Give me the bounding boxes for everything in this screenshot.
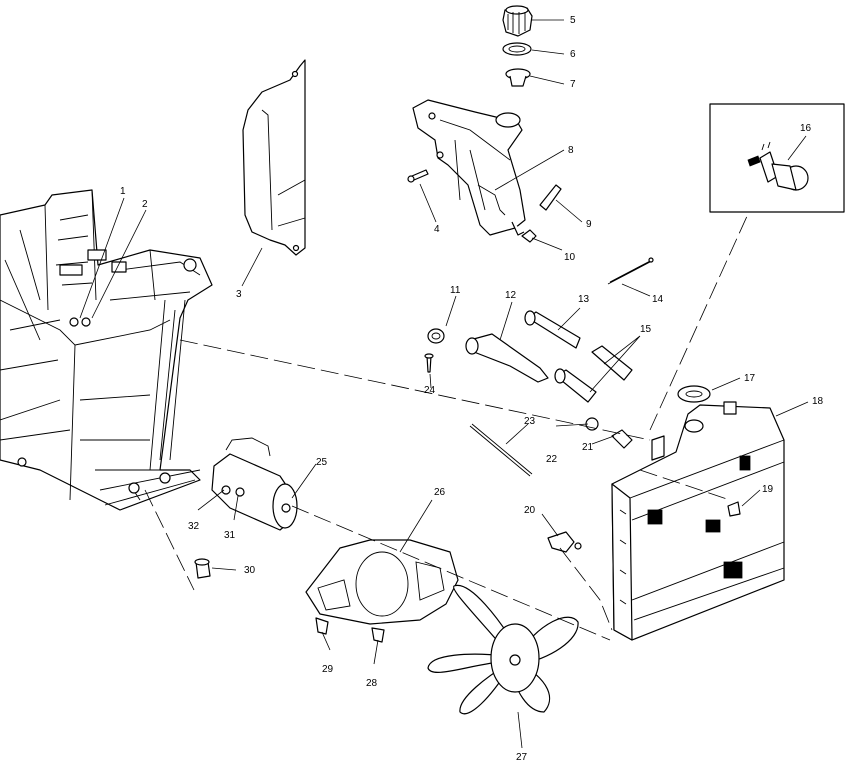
overflow-hose [539, 184, 562, 211]
fan-blade [427, 584, 579, 715]
callout-10: 10 [564, 252, 576, 263]
callout-24: 24 [424, 385, 436, 396]
temperature-probe-23 [469, 423, 533, 477]
assembly-lines [144, 213, 749, 641]
upper-radiator-hose [465, 333, 549, 383]
callout-13: 13 [578, 294, 590, 305]
radiator-cap [677, 385, 711, 403]
fan-motor [211, 437, 298, 531]
cap-gasket [502, 42, 532, 56]
callout-25: 25 [316, 457, 328, 468]
fan-switch-20 [547, 531, 582, 553]
fan-shroud [305, 539, 459, 625]
callout-32: 32 [188, 521, 200, 532]
callout-16: 16 [800, 123, 812, 134]
callout-8: 8 [568, 145, 574, 156]
hood-cover [242, 59, 306, 256]
callout-18: 18 [812, 396, 824, 407]
callout-6: 6 [570, 49, 576, 60]
callout-22: 22 [546, 454, 558, 465]
callout-29: 29 [322, 664, 334, 675]
callout-31: 31 [224, 530, 236, 541]
callout-14: 14 [652, 294, 664, 305]
callout-labels: 1 2 3 4 5 6 7 8 9 10 11 12 13 14 15 16 1… [120, 15, 824, 763]
reservoir-cap [502, 5, 533, 37]
switch-detail-box [709, 103, 845, 213]
callout-21: 21 [582, 442, 594, 453]
bolt-19 [727, 501, 741, 517]
callout-3: 3 [236, 289, 242, 300]
callout-1: 1 [120, 186, 126, 197]
hose-clamp-11 [427, 328, 445, 344]
callout-30: 30 [244, 565, 256, 576]
callout-9: 9 [586, 219, 592, 230]
frame-assembly [0, 189, 213, 511]
callout-15: 15 [640, 324, 652, 335]
callout-12: 12 [505, 290, 517, 301]
radiator [611, 401, 785, 641]
hose-fitting-15b [554, 368, 597, 403]
callout-20: 20 [524, 505, 536, 516]
callout-17: 17 [744, 373, 756, 384]
callout-28: 28 [366, 678, 378, 689]
temperature-probe-14 [607, 257, 654, 285]
nut-30 [194, 558, 211, 579]
leader-lines [79, 19, 809, 749]
callout-2: 2 [142, 199, 148, 210]
callout-26: 26 [434, 487, 446, 498]
callout-5: 5 [570, 15, 576, 26]
callout-11: 11 [450, 285, 461, 296]
bolt-28 [371, 627, 385, 643]
filler-strainer [505, 68, 531, 87]
callout-7: 7 [570, 79, 576, 90]
callout-4: 4 [434, 224, 440, 235]
screw-24 [424, 353, 434, 373]
callout-19: 19 [762, 484, 774, 495]
hose-section-21 [611, 429, 633, 449]
hose-fitting-15a [591, 345, 633, 381]
mounting-bolt-4 [407, 169, 429, 183]
callout-23: 23 [524, 416, 536, 427]
coolant-reservoir [412, 99, 526, 236]
hose-section-13 [524, 310, 581, 349]
bolt-29 [315, 617, 329, 635]
callout-27: 27 [516, 752, 528, 763]
hose-clip-10 [521, 229, 537, 243]
